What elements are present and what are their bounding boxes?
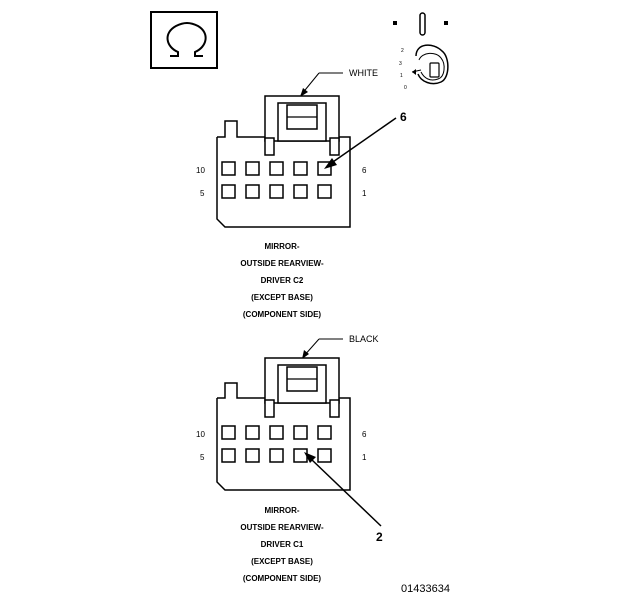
key-position-3: 3 bbox=[399, 61, 402, 67]
c2-pin-5: 5 bbox=[200, 189, 205, 198]
c2-pin-6: 6 bbox=[362, 166, 367, 175]
c1-pin-5: 5 bbox=[200, 453, 205, 462]
c2-caption-line-5: (COMPONENT SIDE) bbox=[243, 310, 322, 319]
connector-c1-color-label: BLACK bbox=[349, 334, 379, 344]
c2-caption-line-3: DRIVER C2 bbox=[261, 276, 304, 285]
key-position-2: 2 bbox=[401, 48, 404, 54]
c1-pin-6: 6 bbox=[362, 430, 367, 439]
c1-caption-line-2: OUTSIDE REARVIEW- bbox=[240, 523, 324, 532]
c2-caption-line-2: OUTSIDE REARVIEW- bbox=[240, 259, 324, 268]
c1-pin-10: 10 bbox=[196, 430, 205, 439]
c1-caption-line-5: (COMPONENT SIDE) bbox=[243, 574, 322, 583]
c2-pin-1: 1 bbox=[362, 189, 367, 198]
connector-c2: WHITE 10 5 6 1 6 MIRROR- OU bbox=[196, 68, 407, 319]
c1-pin-1: 1 bbox=[362, 453, 367, 462]
c1-caption-line-3: DRIVER C1 bbox=[261, 540, 304, 549]
key-position-1: 1 bbox=[400, 73, 403, 79]
c2-pin-10: 10 bbox=[196, 166, 205, 175]
figure-id: 01433634 bbox=[401, 583, 450, 595]
ignition-key-switch-icon: 2 3 1 0 bbox=[393, 12, 449, 91]
c1-callout-number: 2 bbox=[376, 530, 383, 544]
c2-caption-line-1: MIRROR- bbox=[264, 242, 299, 251]
connector-c1: BLACK 10 5 6 1 2 MIRROR- OU bbox=[196, 334, 383, 583]
c1-caption-line-1: MIRROR- bbox=[264, 506, 299, 515]
omega-connector-icon bbox=[150, 11, 218, 69]
c1-caption-line-4: (EXCEPT BASE) bbox=[251, 557, 313, 566]
c2-caption-line-4: (EXCEPT BASE) bbox=[251, 293, 313, 302]
key-position-0: 0 bbox=[404, 85, 407, 91]
c2-callout-number: 6 bbox=[400, 110, 407, 124]
connector-c2-color-label: WHITE bbox=[349, 68, 378, 78]
